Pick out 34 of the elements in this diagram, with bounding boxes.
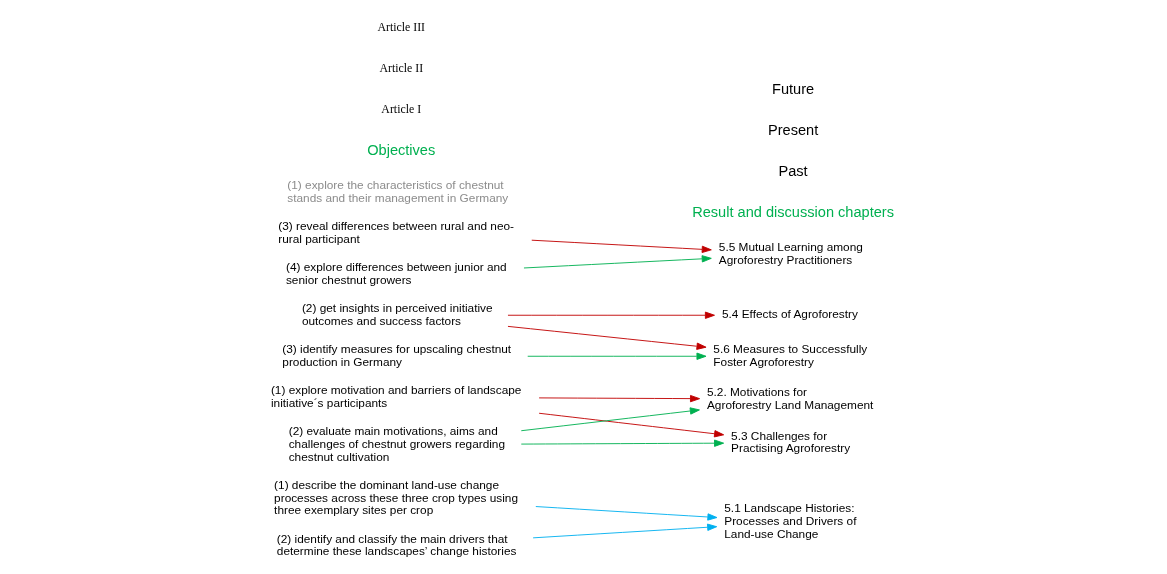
arrow <box>507 325 707 350</box>
node-text: (1) describe the dominant land-use change processes across these three crop types using three exemplary sites per crop <box>274 477 519 518</box>
node-text: (3) identify measures for upscaling chestnut production in Germany <box>282 341 512 369</box>
node-text: (4) explore differences between junior and senior chestnut growers <box>285 259 507 287</box>
label: Article II <box>379 61 424 76</box>
node-text: (3) reveal differences between rural and neo-rural participant <box>278 218 515 246</box>
arrow <box>535 506 718 521</box>
node-text: (1) explore motivation and barriers of landscape initiative´s participants <box>270 382 522 410</box>
node-text: (2) get insights in perceived initiative outcomes and success factors <box>301 300 493 328</box>
label: Article III <box>377 20 426 35</box>
label: Result and discussion chapters <box>692 203 894 220</box>
label: Past <box>778 162 808 179</box>
label: Objectives <box>367 141 436 158</box>
node-text: 5.6 Measures to Successfully Foster Agroforestry <box>713 341 868 369</box>
arrow <box>532 523 718 539</box>
node-text: 5.2. Motivations for Agroforestry Land Management <box>706 384 874 412</box>
node-text: 5.1 Landscape Histories: Processes and Drivers of Land-use Change <box>724 501 857 541</box>
label: Future <box>772 80 815 97</box>
label: Article I <box>381 102 422 117</box>
arrow <box>507 311 715 319</box>
arrow <box>527 352 707 360</box>
node-text: (2) identify and classify the main drivers that determine these landscapes’ change histories <box>276 531 517 559</box>
arrow <box>523 255 712 269</box>
arrow <box>520 439 725 447</box>
arrow <box>531 239 712 253</box>
node-text: (2) evaluate main motivations, aims and challenges of chestnut growers regarding chestnut cultivation <box>288 423 506 464</box>
node-text: 5.4 Effects of Agroforestry <box>722 307 858 322</box>
node-text: 5.3 Challenges for Practising Agroforestry <box>731 428 851 456</box>
arrow <box>538 412 725 438</box>
label: Present <box>767 121 819 138</box>
node-text: (1) explore the characteristics of chestnut stands and their management in Germany <box>287 177 509 205</box>
arrow <box>520 407 700 432</box>
node-text: 5.5 Mutual Learning among Agroforestry Practitioners <box>718 239 863 267</box>
arrow <box>538 394 701 403</box>
